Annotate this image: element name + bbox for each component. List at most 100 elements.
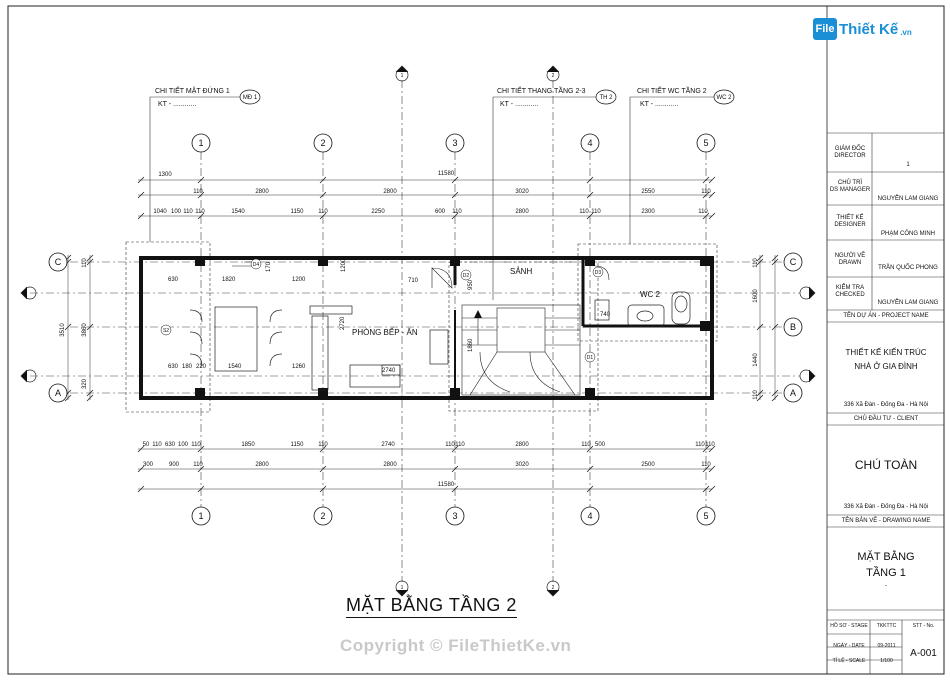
dimension-tick	[319, 176, 327, 184]
inner-dim: 180	[182, 364, 193, 370]
section-mark-label: 1	[401, 73, 404, 79]
dim-top: 1040	[153, 209, 167, 215]
dim-left: 320	[82, 378, 88, 389]
dim-bottom: 50	[143, 442, 150, 448]
tb-project-line1: THIẾT KẾ KIẾN TRÚC	[845, 348, 927, 357]
callout-title-wc2: CHI TIẾT WC TẦNG 2	[637, 85, 707, 95]
dimension-tick	[586, 465, 594, 473]
tb-project-header: TÊN DỰ ÁN - PROJECT NAME	[843, 313, 929, 319]
grid-row-label: B	[790, 322, 796, 332]
tb-client-name: CHÚ TOÀN	[854, 458, 918, 472]
inner-dim: 1540	[228, 364, 242, 370]
room-label-hall: SẢNH	[510, 267, 532, 276]
door-tags: D2 D3 D1 D4 S2	[160, 258, 604, 363]
dim-bottom: 110	[445, 442, 455, 448]
dim-top: 2250	[371, 209, 385, 215]
inner-dim: 220	[196, 364, 207, 370]
tb-stage-label: HỒ SƠ - STAGE	[830, 623, 868, 629]
dim-top: 110	[183, 209, 193, 215]
door-tag: S2	[163, 328, 169, 334]
grid-col-label: 1	[198, 511, 203, 521]
dim-overall-top: 11580	[438, 171, 455, 177]
tb-designer-value: PHẠM CÔNG MINH	[881, 231, 935, 237]
inner-dim: 1260	[292, 364, 306, 370]
dim-top: 600	[435, 209, 446, 215]
dim-left: 110	[82, 258, 88, 268]
grid-row-label: A	[55, 388, 61, 398]
dim-top: 1540	[231, 209, 245, 215]
dimension-tick	[771, 394, 779, 402]
dimension-tick	[702, 485, 710, 493]
dim-top: 110	[195, 209, 205, 215]
dim-bottom: 110	[701, 462, 711, 468]
tb-stt-label: STT - No.	[912, 623, 935, 629]
dimension-tick	[451, 176, 459, 184]
dimension-tick	[702, 465, 710, 473]
dimension-tick	[137, 212, 145, 220]
room-label-kitchen: PHÒNG BẾP - ĂN	[352, 327, 418, 337]
dimension-tick	[86, 323, 94, 331]
section-mark-label: 2	[552, 585, 555, 591]
callout-tag-th2: TH 2	[599, 95, 613, 101]
door-tag: D3	[595, 270, 602, 276]
grid-row-label: C	[790, 257, 797, 267]
inner-dim: 170	[266, 261, 272, 272]
dimension-tick	[451, 465, 459, 473]
dim-top: 1150	[291, 209, 305, 215]
dimension-tick	[756, 258, 764, 266]
dimension-tick	[708, 212, 716, 220]
dim-top: 110	[193, 189, 203, 195]
dimension-tick	[137, 176, 145, 184]
tb-date-value: 09-2011	[877, 643, 896, 649]
section-marker-labels: 1 2 1 2	[401, 73, 555, 591]
tb-stage-value: TKKTTC	[876, 623, 897, 629]
grid-col-label: 3	[452, 138, 457, 148]
dim-bottom: 110	[318, 442, 328, 448]
grid-col-label: 2	[320, 511, 325, 521]
dimension-tick	[702, 176, 710, 184]
callout-tag-wc2: WC 2	[717, 95, 733, 101]
inner-dim: 1200	[292, 277, 306, 283]
dim-bottom: 1150	[291, 442, 305, 448]
inner-dim: 1820	[222, 277, 236, 283]
dimension-tick	[86, 389, 94, 397]
callout-leaders	[149, 96, 714, 300]
dimension-tick	[319, 191, 327, 199]
dimension-tick	[451, 445, 459, 453]
dimension-tick	[197, 485, 205, 493]
stair-arrow	[474, 310, 482, 318]
dim-right: 1440	[753, 353, 759, 367]
dim-left: 3510	[60, 323, 66, 337]
dimension-tick	[64, 323, 72, 331]
dimension-tick	[197, 212, 205, 220]
dimension-tick	[702, 212, 710, 220]
tb-client-address: 336 Xã Đàn - Đống Đa - Hà Nội	[843, 504, 929, 510]
tb-checked-value: NGUYỄN LAM GIANG	[877, 300, 939, 306]
dim-bottom: 2800	[255, 462, 269, 468]
dim-top: 100	[171, 209, 182, 215]
dim-bottom: 2800	[515, 442, 529, 448]
kitchen-counter	[309, 305, 449, 391]
dimension-tick	[64, 394, 72, 402]
inner-dim: 630	[168, 364, 179, 370]
callout-kt-wc2: KT - ............	[640, 101, 678, 108]
dimension-tick	[771, 323, 779, 331]
room-labels: SẢNH PHÒNG BẾP - ĂN WC 2	[352, 267, 661, 337]
tb-manager-value: NGUYỄN LAM GIANG	[877, 196, 939, 202]
sheet-border	[7, 5, 945, 675]
staircase	[461, 304, 581, 396]
dimension-tick	[319, 465, 327, 473]
dimension-tick	[319, 445, 327, 453]
tb-date-label: NGÀY - DATE	[833, 643, 865, 649]
dimension-tick	[708, 191, 716, 199]
dimension-tick	[197, 445, 205, 453]
dimension-tick	[771, 254, 779, 262]
doors	[232, 261, 610, 289]
dim-bottom: 110	[455, 442, 465, 448]
tb-designer-label: THIẾT KẾ DESIGNER	[834, 215, 866, 228]
dim-bottom: 900	[169, 462, 180, 468]
dimension-tick	[197, 465, 205, 473]
dimension-tick	[137, 191, 145, 199]
dimension-tick	[586, 212, 594, 220]
